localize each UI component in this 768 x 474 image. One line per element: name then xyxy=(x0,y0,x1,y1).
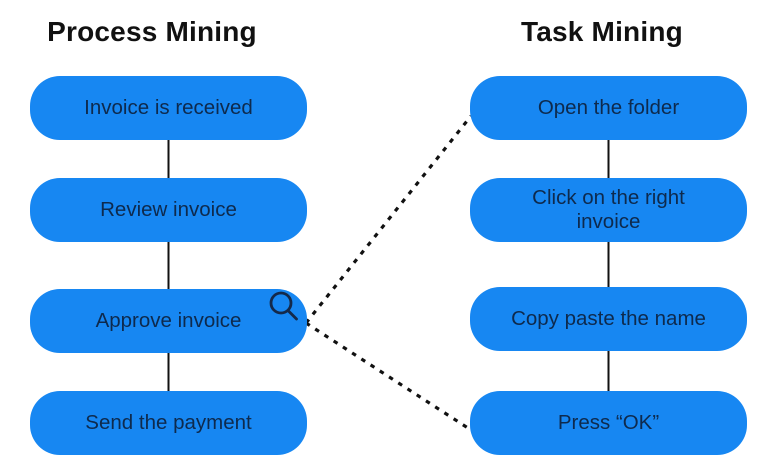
node-label: Review invoice xyxy=(100,198,237,222)
node-label: Invoice is received xyxy=(84,96,253,120)
process-mining-title: Process Mining xyxy=(47,16,257,47)
dotted-link-to-press-ok xyxy=(305,321,472,432)
node-invoice-is-received: Invoice is received xyxy=(30,76,307,140)
node-label: Press “OK” xyxy=(557,411,660,435)
node-label: Open the folder xyxy=(537,96,680,120)
node-review-invoice: Review invoice xyxy=(30,178,307,242)
node-label: Send the payment xyxy=(85,411,252,435)
node-approve-invoice: Approve invoice xyxy=(30,289,307,353)
node-press-ok: Press “OK” xyxy=(470,391,747,455)
node-label: Approve invoice xyxy=(95,309,242,333)
node-copy-paste-the-name: Copy paste the name xyxy=(470,287,747,351)
dotted-link-to-open-folder xyxy=(304,115,473,324)
node-label: Click on the right invoice xyxy=(532,186,685,233)
task-mining-title: Task Mining xyxy=(521,16,683,47)
magnifier-icon xyxy=(269,291,298,321)
node-label: Copy paste the name xyxy=(511,307,706,331)
node-click-on-the-right-invoice: Click on the right invoice xyxy=(470,178,747,242)
node-send-the-payment: Send the payment xyxy=(30,391,307,455)
node-open-the-folder: Open the folder xyxy=(470,76,747,140)
